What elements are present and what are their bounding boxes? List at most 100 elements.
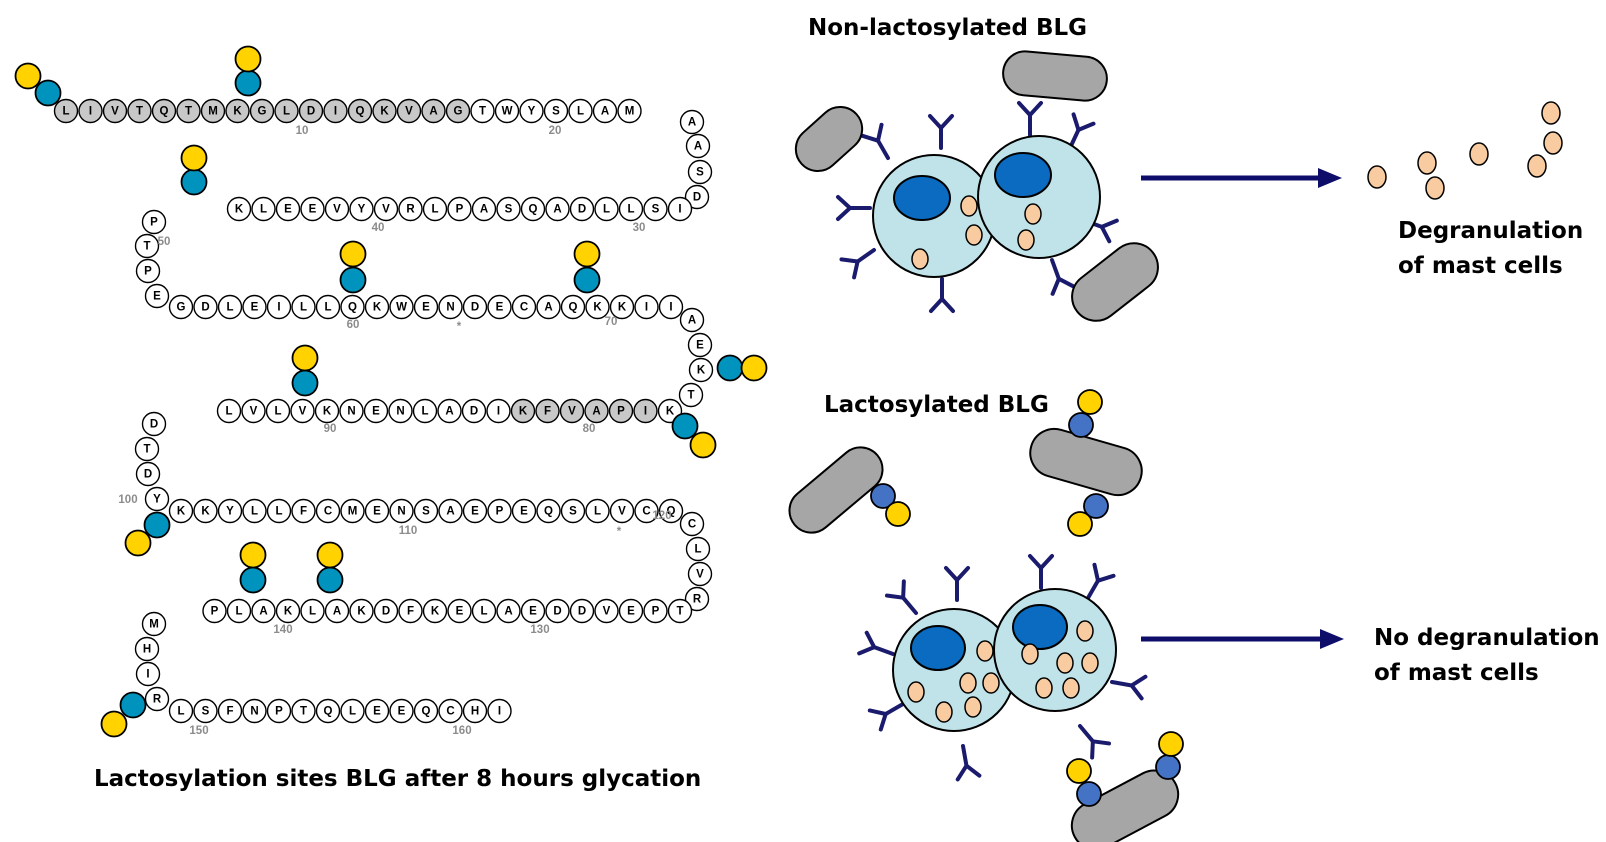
svg-text:E: E bbox=[456, 606, 464, 618]
svg-text:L: L bbox=[431, 204, 438, 216]
residue-29: I bbox=[667, 196, 693, 222]
svg-text:P: P bbox=[652, 606, 660, 618]
svg-text:V: V bbox=[382, 204, 390, 216]
residue-114: E bbox=[511, 498, 537, 524]
svg-text:F: F bbox=[544, 406, 551, 418]
residue-111: A bbox=[438, 498, 463, 524]
position-label-160: 160 bbox=[452, 725, 471, 737]
residue-37: A bbox=[471, 196, 497, 222]
position-label-90: 90 bbox=[324, 423, 337, 435]
svg-text:K: K bbox=[177, 506, 186, 518]
residue-103: L bbox=[242, 498, 267, 524]
residue-143: L bbox=[226, 598, 252, 624]
svg-text:D: D bbox=[693, 192, 701, 204]
svg-text:K: K bbox=[357, 606, 366, 618]
residue-107: M bbox=[340, 498, 365, 524]
svg-text:E: E bbox=[496, 302, 504, 314]
svg-text:L: L bbox=[694, 544, 701, 556]
residue-106: C bbox=[315, 498, 341, 524]
svg-text:V: V bbox=[568, 406, 576, 418]
residue-17: G bbox=[445, 98, 471, 124]
svg-text:I: I bbox=[89, 106, 92, 118]
svg-text:L: L bbox=[603, 204, 610, 216]
position-label-120: 120 bbox=[652, 510, 671, 522]
residue-129: D bbox=[569, 598, 595, 624]
svg-text:H: H bbox=[471, 706, 479, 718]
residue-151: F bbox=[217, 698, 243, 724]
residue-84: I bbox=[486, 398, 511, 424]
svg-text:A: A bbox=[601, 106, 609, 118]
galactose bbox=[316, 541, 344, 569]
lactosylated-panel: Lactosylated BLG bbox=[788, 389, 1600, 842]
residue-15: V bbox=[396, 98, 422, 124]
residue-52: G bbox=[168, 294, 194, 320]
residue-119: C bbox=[634, 498, 659, 524]
residue-105: F bbox=[291, 498, 316, 524]
svg-text:E: E bbox=[398, 706, 406, 718]
galactose bbox=[14, 62, 42, 90]
svg-text:L: L bbox=[62, 106, 69, 118]
position-label-60: 60 bbox=[347, 319, 360, 331]
residue-115: Q bbox=[536, 498, 561, 524]
residue-41: V bbox=[373, 196, 399, 222]
svg-text:G: G bbox=[454, 106, 463, 118]
svg-text:Q: Q bbox=[569, 302, 578, 314]
svg-text:V: V bbox=[299, 406, 307, 418]
residue-146: H bbox=[134, 636, 160, 662]
sequence-caption: Lactosylation sites BLG after 8 hours gl… bbox=[94, 766, 701, 792]
residue-69: K bbox=[585, 294, 610, 320]
residue-78: I bbox=[633, 398, 658, 424]
residue-26: A bbox=[685, 133, 711, 159]
svg-text:G: G bbox=[258, 106, 267, 118]
svg-text:H: H bbox=[143, 644, 151, 656]
residue-58: L bbox=[315, 294, 341, 320]
svg-text:V: V bbox=[333, 204, 341, 216]
residue-23: A bbox=[592, 98, 618, 124]
position-label-130: 130 bbox=[530, 624, 549, 636]
svg-text:L: L bbox=[235, 606, 242, 618]
lactose-site-149 bbox=[100, 691, 147, 738]
residue-47: K bbox=[226, 196, 252, 222]
svg-text:D: D bbox=[578, 606, 586, 618]
residue-91: K bbox=[314, 398, 340, 424]
residue-152: N bbox=[242, 698, 267, 724]
svg-text:N: N bbox=[396, 406, 404, 418]
svg-text:A: A bbox=[445, 406, 453, 418]
svg-text:T: T bbox=[136, 106, 143, 118]
residue-25: A bbox=[679, 109, 705, 135]
svg-text:M: M bbox=[348, 506, 358, 518]
svg-text:Y: Y bbox=[528, 106, 536, 118]
lactose-site-47 bbox=[180, 144, 208, 196]
svg-text:R: R bbox=[406, 204, 415, 216]
residue-18: T bbox=[470, 98, 495, 124]
lactose-site-135 bbox=[239, 541, 267, 594]
svg-text:P: P bbox=[150, 217, 158, 229]
residue-147: I bbox=[135, 661, 161, 687]
residue-132: A bbox=[496, 598, 521, 624]
svg-text:K: K bbox=[431, 606, 440, 618]
svg-text:M: M bbox=[208, 106, 218, 118]
residue-20: Y bbox=[519, 98, 544, 124]
svg-text:K: K bbox=[593, 302, 602, 314]
svg-text:V: V bbox=[696, 569, 704, 581]
svg-text:D: D bbox=[201, 302, 209, 314]
svg-text:V: V bbox=[250, 406, 258, 418]
svg-text:I: I bbox=[277, 302, 280, 314]
svg-text:M: M bbox=[625, 106, 635, 118]
residue-99: Y bbox=[144, 486, 170, 512]
residue-125: T bbox=[667, 598, 693, 624]
position-label-40: 40 bbox=[372, 222, 385, 234]
residue-2: I bbox=[78, 98, 103, 124]
position-label-150: 150 bbox=[189, 725, 208, 737]
glucose bbox=[143, 511, 171, 539]
svg-text:D: D bbox=[144, 469, 152, 481]
svg-text:I: I bbox=[146, 669, 149, 681]
svg-text:S: S bbox=[552, 106, 560, 118]
residue-162: I bbox=[487, 698, 512, 724]
svg-text:I: I bbox=[645, 302, 648, 314]
svg-text:D: D bbox=[470, 406, 478, 418]
position-label-140: 140 bbox=[273, 624, 292, 636]
lactose-site-141 bbox=[316, 541, 344, 594]
residue-138: K bbox=[349, 598, 374, 624]
